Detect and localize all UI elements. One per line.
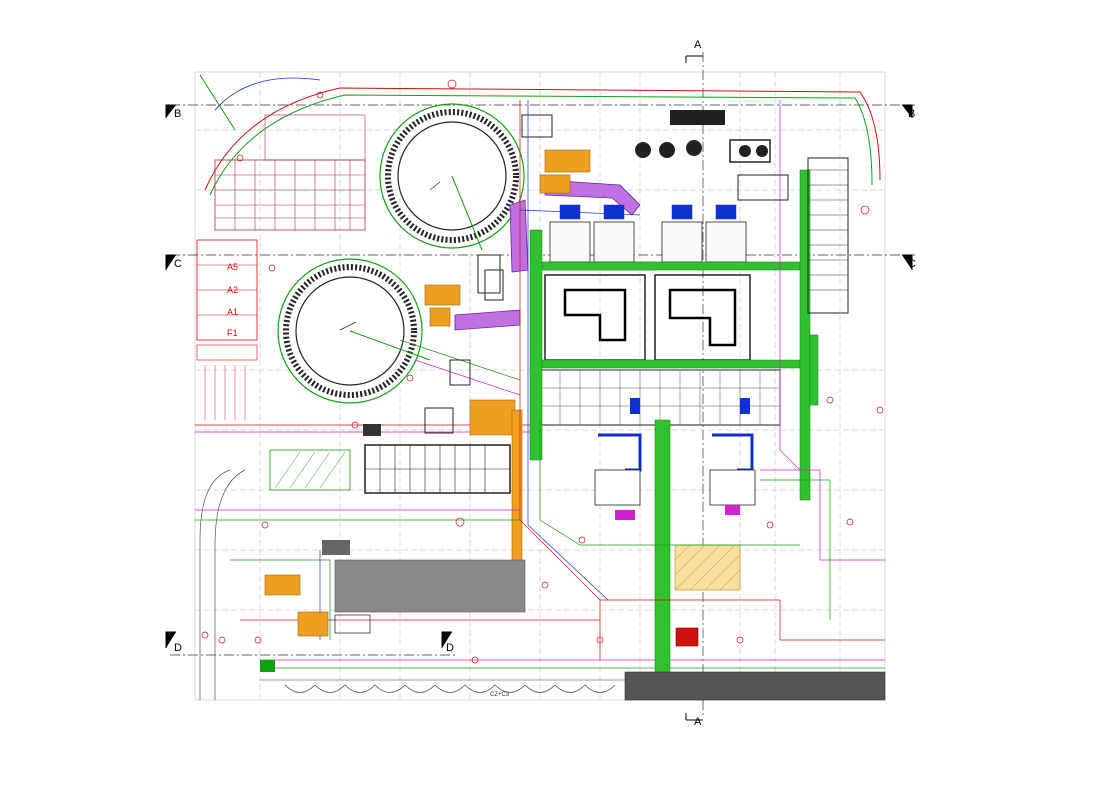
section-lines xyxy=(170,52,915,718)
section-b-right-label: B xyxy=(908,108,915,120)
section-a-top-label: A xyxy=(694,39,702,51)
section-a-bottom-label: A xyxy=(694,716,702,728)
fan-units xyxy=(521,110,771,163)
boiler-units xyxy=(549,221,747,263)
bottom-area-label: CZ+C3 xyxy=(490,692,510,698)
turbine-units xyxy=(598,433,754,472)
crusher-building xyxy=(269,444,511,494)
main-hall-west xyxy=(544,274,646,361)
section-d-left-label: D xyxy=(174,642,182,654)
survey-markers xyxy=(201,79,884,664)
section-d-mid-label: D xyxy=(446,642,454,654)
generator-blocks xyxy=(594,469,756,506)
transformer-marks xyxy=(615,505,740,520)
zone-a2-label: A2 xyxy=(227,285,238,295)
pipe-racks xyxy=(529,169,819,681)
parking-area xyxy=(214,114,366,231)
utility-lines xyxy=(195,100,885,660)
south-block xyxy=(624,671,886,701)
section-b-left-label: B xyxy=(174,108,181,120)
zone-a5-label: A5 xyxy=(227,262,238,272)
gatehouse-equipment xyxy=(260,424,381,672)
zone-block xyxy=(196,239,258,420)
section-c-right-label: C xyxy=(908,258,916,270)
pump-house xyxy=(675,627,699,647)
switchyard xyxy=(674,544,741,591)
south-fence xyxy=(260,679,625,693)
turbine-hall xyxy=(539,369,781,426)
material-yard xyxy=(334,559,526,613)
zone-a1-label: A1 xyxy=(227,307,238,317)
zone-f1-label: F1 xyxy=(227,328,238,338)
section-c-left-label: C xyxy=(174,258,182,270)
storage-dome-south xyxy=(277,258,431,404)
east-building xyxy=(807,157,849,314)
main-hall-east xyxy=(654,274,751,361)
section-arrows xyxy=(165,55,913,721)
transfer-towers xyxy=(424,174,789,434)
boiler-unit-tops xyxy=(559,204,737,220)
storage-dome-north xyxy=(379,103,525,251)
